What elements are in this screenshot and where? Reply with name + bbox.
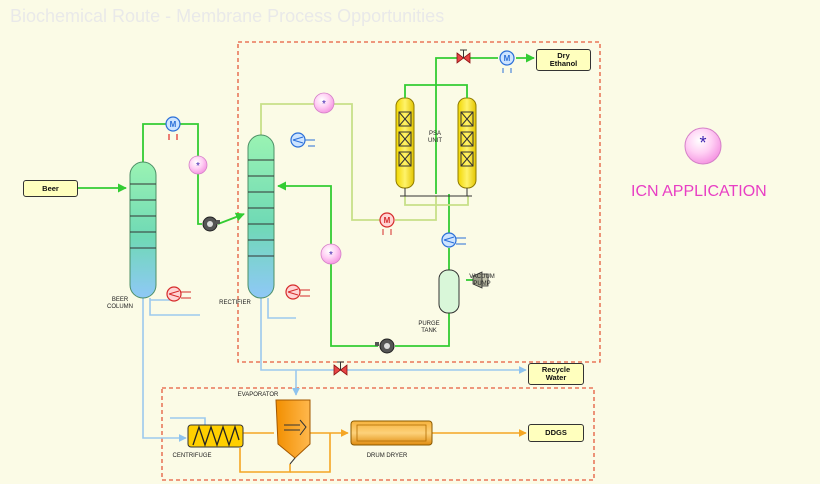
vacuum-pump <box>472 271 489 289</box>
ethanol-valve <box>456 49 471 64</box>
icn-marker-recycle: * <box>320 243 342 265</box>
svg-text:M: M <box>504 54 511 63</box>
heater-m: M <box>379 212 395 235</box>
centrifuge-label: CENTRIFUGE <box>172 453 212 459</box>
svg-text:*: * <box>329 250 333 261</box>
drum-dryer-label: DRUM DRYER <box>366 453 408 459</box>
beer-reboiler <box>166 286 191 302</box>
transfer-pump <box>202 216 220 232</box>
rectifier-label: RECTIFIER <box>219 300 251 306</box>
centrifuge <box>187 424 244 448</box>
vapor-lines <box>260 103 469 221</box>
svg-text:M: M <box>384 216 391 225</box>
icn-marker-beer: * <box>188 155 208 175</box>
icn-marker-rectifier: * <box>313 92 335 114</box>
purge-tank <box>438 269 460 314</box>
svg-text:*: * <box>322 99 326 110</box>
page-title: Biochemical Route - Membrane Process Opp… <box>10 6 445 26</box>
rectifier-condenser <box>290 132 315 148</box>
condenser-1: M <box>165 116 181 140</box>
psa-cooler <box>441 232 466 248</box>
solids-lines <box>239 429 527 473</box>
svg-text:M: M <box>170 120 177 129</box>
svg-text:*: * <box>196 161 200 172</box>
icn-legend-text: ICN APPLICATION <box>631 183 767 200</box>
recycle-pump <box>375 338 395 354</box>
beer-stream-box: Beer <box>23 180 78 197</box>
psa-unit <box>395 84 477 197</box>
icn-legend-star: * <box>699 133 707 153</box>
drum-dryer <box>350 420 433 446</box>
beer-column <box>129 161 157 299</box>
water-valve <box>333 361 348 376</box>
recycle-water-box: Recycle Water <box>528 363 584 385</box>
evaporator-label: EVAPORATOR <box>237 392 279 398</box>
ddgs-box: DDGS <box>528 424 584 442</box>
beer-column-label: BEER COLUMN <box>106 297 133 310</box>
vacuum-pump-label: VACUUM PUMP <box>469 274 495 287</box>
psa-unit-label: PSA UNIT <box>428 131 442 144</box>
dry-ethanol-box: Dry Ethanol <box>536 49 591 71</box>
rectifier-column <box>247 134 275 299</box>
ethanol-lines <box>78 53 535 347</box>
purge-tank-label: PURGE TANK <box>418 321 440 334</box>
icn-legend-symbol <box>684 127 722 165</box>
membrane-boundary <box>237 41 601 363</box>
rectifier-reboiler <box>285 284 310 300</box>
condenser-2: M <box>499 50 515 73</box>
solids-boundary <box>161 387 595 481</box>
evaporator <box>275 399 311 465</box>
